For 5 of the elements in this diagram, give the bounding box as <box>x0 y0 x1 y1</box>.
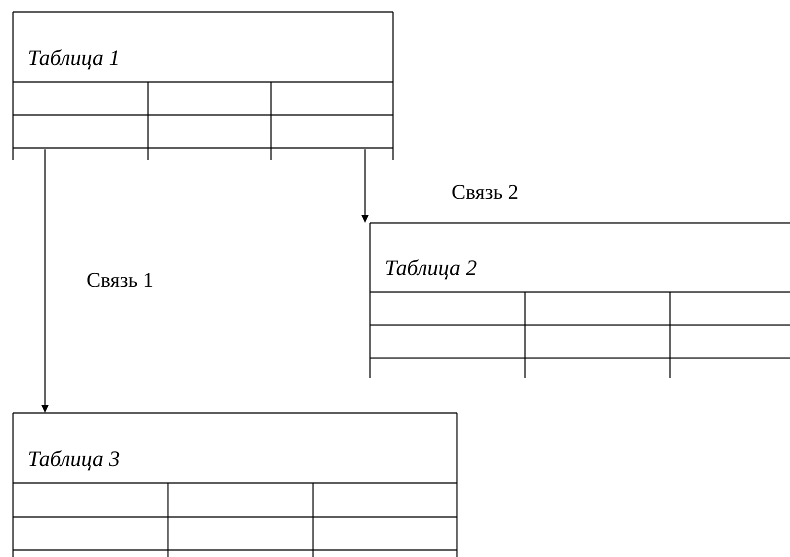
edge-label: Связь 2 <box>450 182 520 202</box>
table: Таблица 2 <box>369 222 790 378</box>
table: Таблица 1 <box>12 11 394 160</box>
edge-label: Связь 1 <box>84 270 156 290</box>
table: Таблица 3 <box>12 412 458 557</box>
